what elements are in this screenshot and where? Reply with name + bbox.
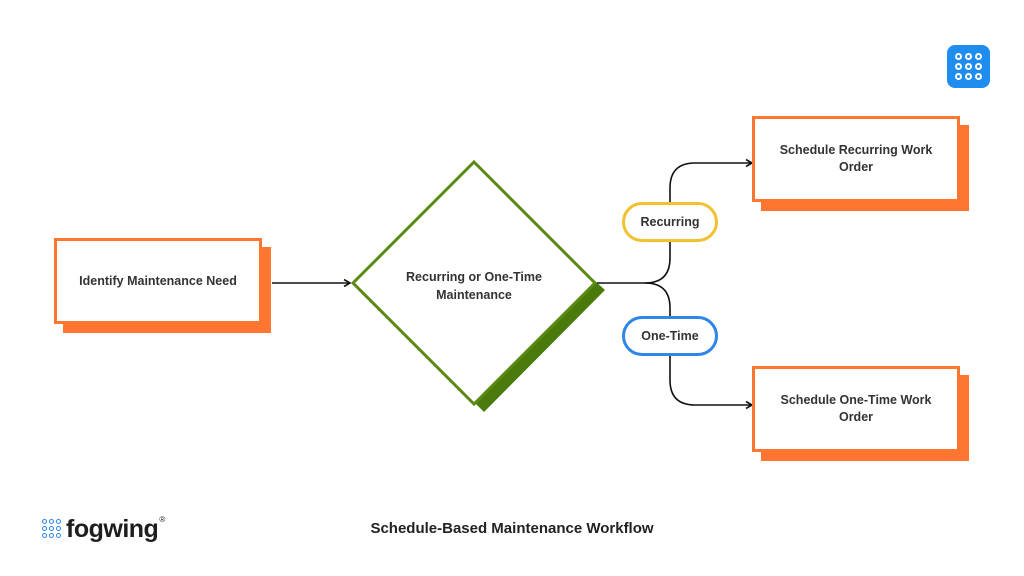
outcome-recurring-label: Schedule Recurring Work Order — [779, 143, 933, 174]
outcome-recurring-node: Schedule Recurring Work Order — [752, 116, 969, 211]
diagram-title: Schedule-Based Maintenance Workflow — [370, 520, 654, 537]
logo-mark-icon — [42, 519, 62, 539]
start-node-label: Identify Maintenance Need — [79, 273, 237, 288]
logo-wordmark: fogwing — [66, 515, 159, 543]
decision-node-label: Recurring or One-Time Maintenance — [406, 270, 542, 302]
outcome-onetime-node: Schedule One-Time Work Order — [752, 366, 969, 461]
outcome-onetime-face: Schedule One-Time Work Order — [752, 366, 960, 452]
decision-diamond — [350, 159, 598, 407]
start-node: Identify Maintenance Need — [54, 238, 271, 333]
fogwing-logo: fogwing ® — [42, 514, 165, 544]
decision-diamond-shadow — [474, 281, 605, 412]
start-node-face: Identify Maintenance Need — [54, 238, 262, 324]
outcome-onetime-label: Schedule One-Time Work Order — [780, 393, 932, 424]
branch-onetime-pill: One-Time — [622, 316, 718, 356]
outcome-recurring-face: Schedule Recurring Work Order — [752, 116, 960, 202]
branch-recurring-pill: Recurring — [622, 202, 718, 242]
apps-grid-icon[interactable] — [947, 45, 990, 88]
connector-decision-to-onetime — [644, 282, 752, 405]
logo-registered-mark: ® — [159, 514, 166, 524]
